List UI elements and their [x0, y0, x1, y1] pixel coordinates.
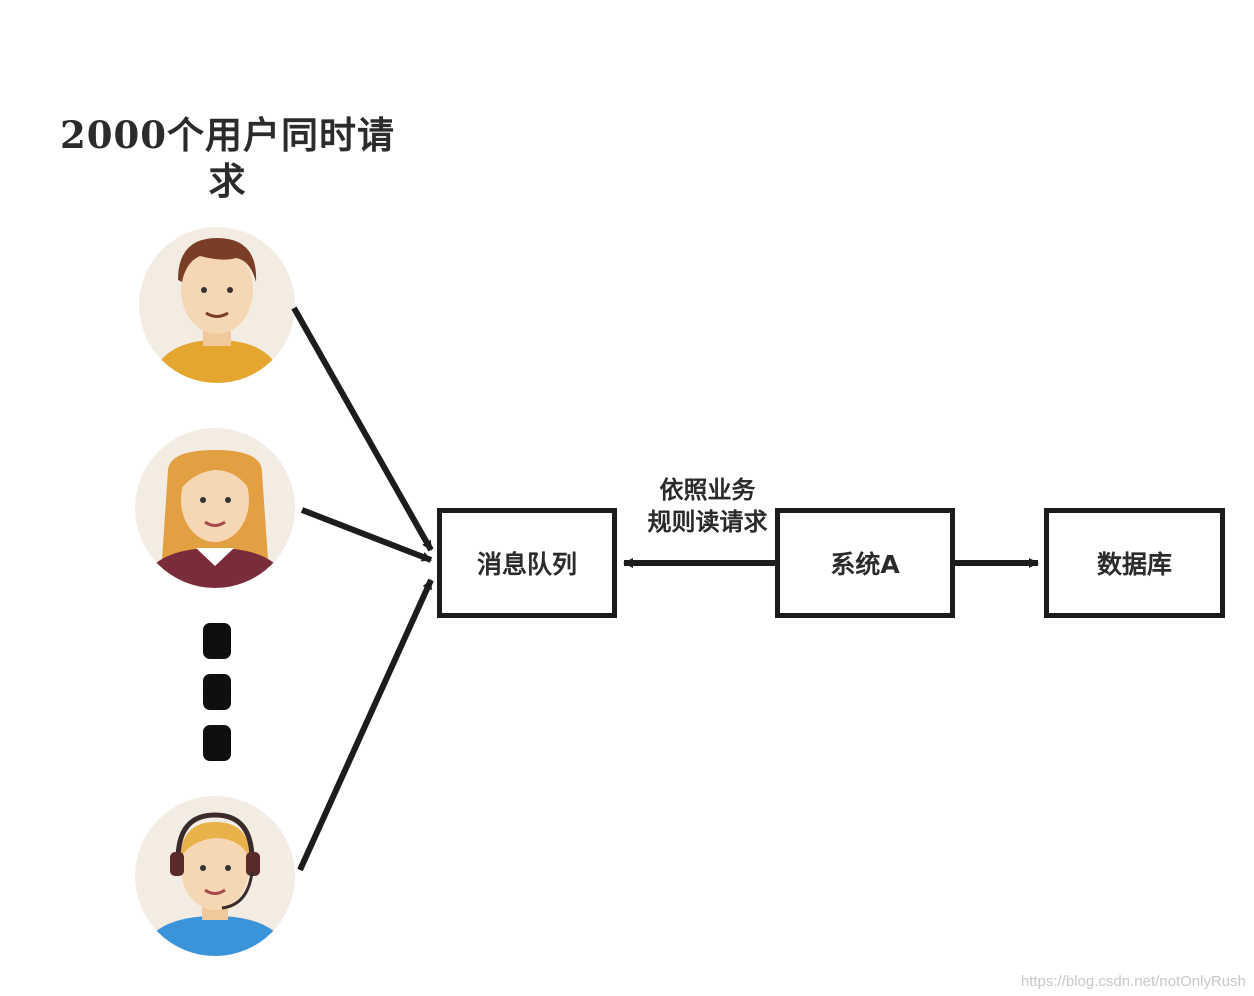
- read-request-label-line2: 规则读请求: [647, 508, 768, 536]
- message-queue-box: 消息队列: [437, 508, 617, 618]
- ellipsis-dot: [203, 623, 231, 659]
- arrow-user2-to-queue: [300, 507, 433, 563]
- user-female-avatar: [135, 428, 295, 588]
- diagram-title: 2000个用户同时请 求: [60, 113, 395, 203]
- database-label: 数据库: [1096, 550, 1172, 579]
- system-a-box: 系统A: [775, 508, 955, 618]
- read-request-label: 依照业务 规则读请求: [620, 474, 795, 538]
- message-queue-label: 消息队列: [476, 550, 577, 579]
- user-headset-avatar: [135, 796, 295, 956]
- arrow-user1-to-queue: [291, 306, 434, 552]
- read-request-label-line1: 依照业务: [659, 476, 756, 504]
- watermark: https://blog.csdn.net/notOnlyRush: [1020, 973, 1246, 990]
- database-box: 数据库: [1044, 508, 1225, 618]
- system-a-label: 系统A: [830, 550, 900, 579]
- ellipsis-dot: [203, 725, 231, 761]
- ellipsis-dot: [203, 674, 231, 710]
- user-male-avatar: [139, 227, 295, 383]
- arrow-user3-to-queue: [297, 578, 434, 872]
